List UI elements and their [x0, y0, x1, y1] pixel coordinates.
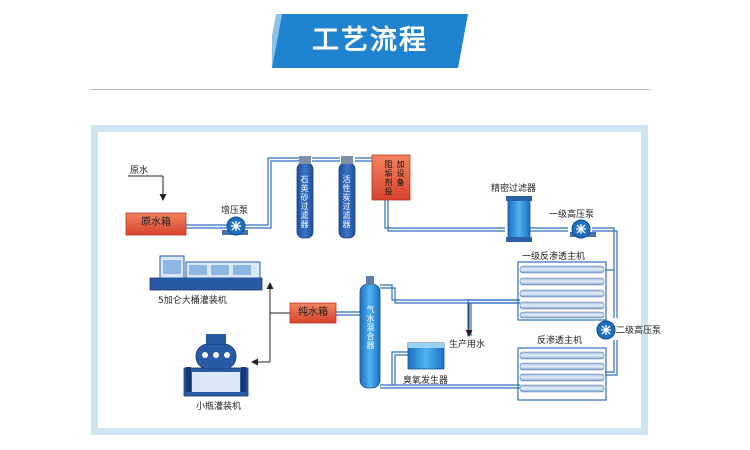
barrel-filling-machine [149, 255, 263, 291]
raw-water-tank-label: 原水箱 [141, 217, 171, 228]
bottle-filling-machine [183, 334, 249, 397]
distribution-arrows [251, 282, 290, 366]
barrel-filler-label: 5加仑大桶灌装机 [158, 296, 227, 306]
gas-water-mixer [359, 276, 381, 389]
ro-1-label: 一级反渗透主机 [522, 252, 586, 262]
hp-pump-2-label: 二级高压泵 [616, 326, 662, 336]
antiscalant-dosing-device [371, 154, 411, 201]
raw-water-inlet-arrow [128, 175, 167, 201]
dosing-label-1: 加设备 [396, 160, 405, 187]
pure-water-tank [289, 302, 337, 324]
mixer-label: 气水混合器 [366, 305, 375, 350]
page-title: 工艺流程 [312, 25, 428, 56]
divider [90, 89, 650, 90]
ro-unit-1 [517, 261, 607, 321]
precision-filter-label: 精密过滤器 [491, 184, 537, 194]
ozone-generator [407, 342, 445, 370]
booster-pump-icon [222, 216, 248, 236]
activated-carbon-filter [338, 156, 356, 239]
pure-water-tank-label: 纯水箱 [298, 307, 328, 318]
title-badge: 工艺流程 [266, 14, 468, 68]
high-pressure-pump-1-icon [570, 219, 596, 239]
quartz-sand-filter [296, 156, 314, 239]
booster-pump-label: 增压泵 [221, 206, 249, 216]
production-water-label: 生产用水 [449, 340, 486, 350]
bottle-filler-label: 小瓶灌装机 [196, 402, 242, 412]
carbon-filter-label: 活性炭过滤器 [342, 175, 351, 229]
raw-water-tank [125, 212, 187, 236]
raw-water-label: 原水 [130, 166, 149, 176]
high-pressure-pump-2-icon [596, 320, 616, 340]
ro-unit-2 [517, 347, 607, 401]
precision-filter [506, 196, 532, 242]
hp-pump-1-label: 一级高压泵 [549, 210, 595, 220]
quartz-filter-label: 石英砂过滤器 [300, 175, 309, 229]
dosing-label-2: 阻垢剂投 [384, 160, 393, 196]
ro-2-label: 反渗透主机 [537, 336, 583, 346]
pipes [186, 157, 618, 389]
ozone-generator-label: 臭氧发生器 [403, 376, 449, 386]
